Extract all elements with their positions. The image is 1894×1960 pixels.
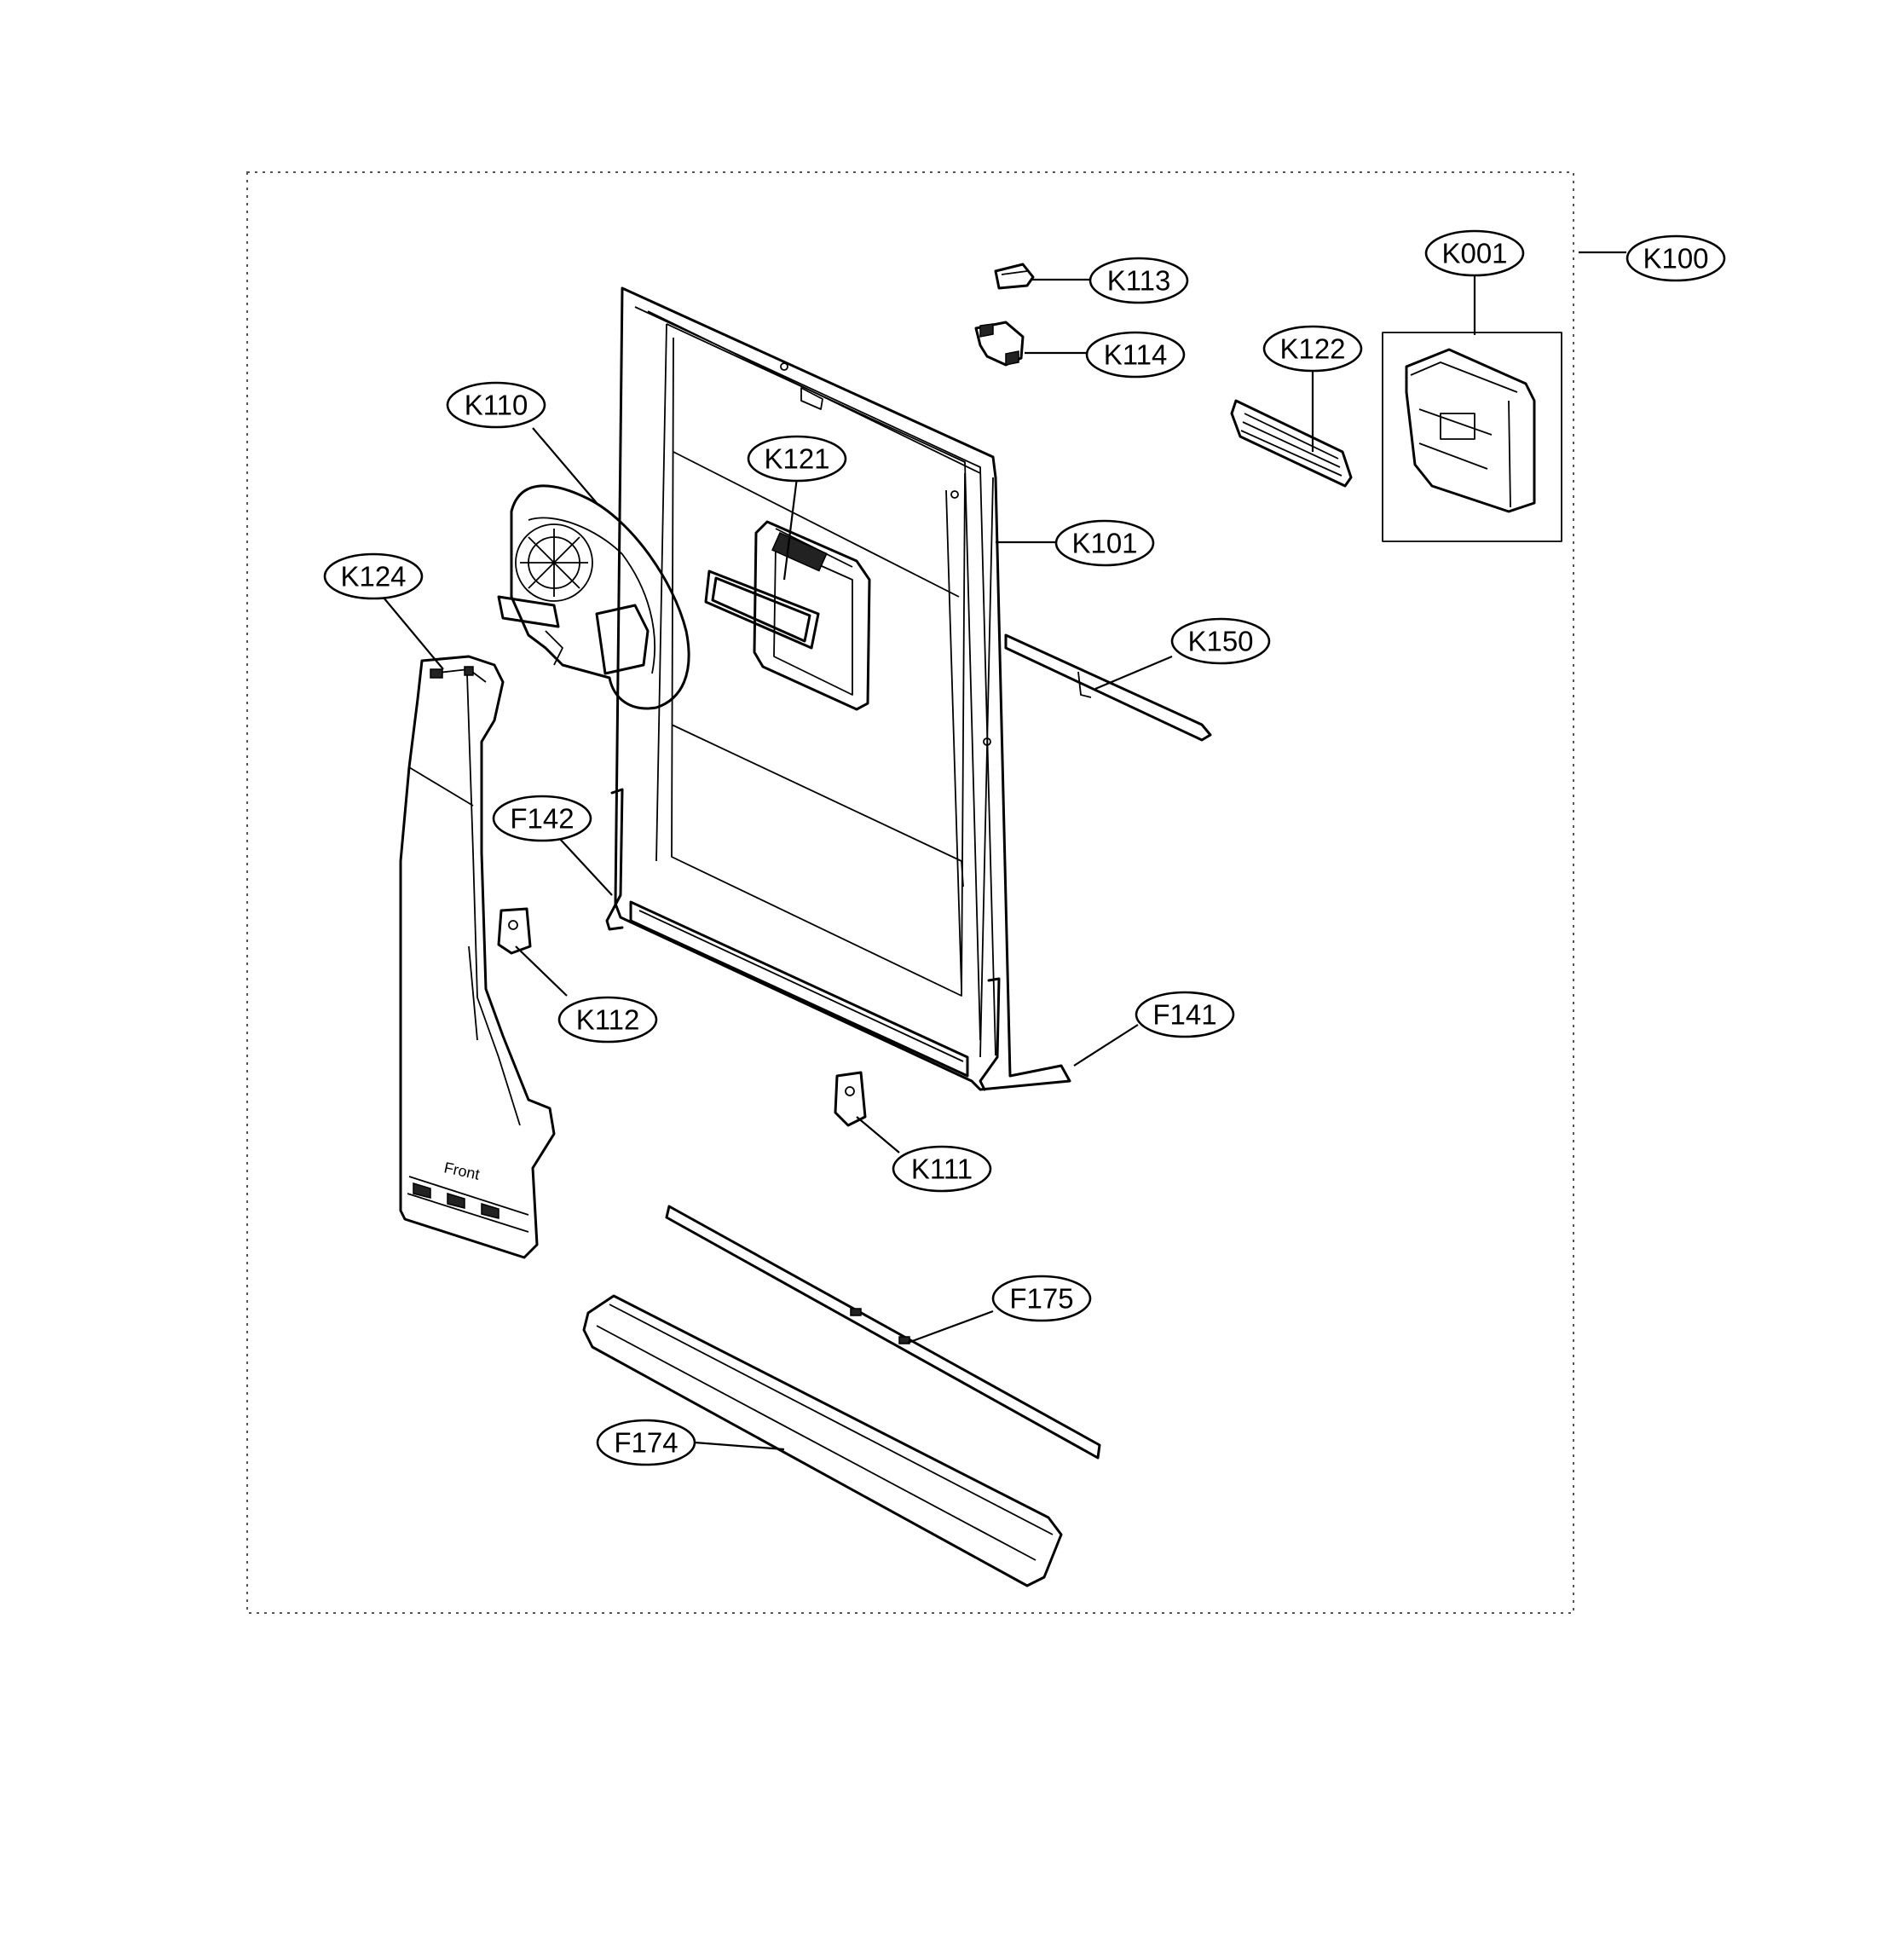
callout-label: K001 xyxy=(1441,238,1507,269)
callout-label: K110 xyxy=(465,390,528,421)
callout-label: K150 xyxy=(1187,626,1253,657)
k122-vent-grille xyxy=(1230,399,1353,488)
vent-fan-assembly xyxy=(497,484,690,710)
callout-label: F175 xyxy=(1009,1283,1073,1315)
callout-k122: K122 xyxy=(1262,325,1363,373)
callout-label: K121 xyxy=(764,443,829,475)
callout-label: K122 xyxy=(1279,333,1345,365)
callout-f175: F175 xyxy=(991,1275,1092,1322)
callout-f141: F141 xyxy=(1135,991,1235,1038)
k150-rail xyxy=(1004,633,1212,742)
duct-front-label: Front xyxy=(442,1159,481,1182)
callout-k150: K150 xyxy=(1170,617,1271,665)
k114-clip xyxy=(974,321,1025,367)
callout-k100: K100 xyxy=(1625,234,1726,282)
callout-k113: K113 xyxy=(1088,257,1189,304)
callout-label: K100 xyxy=(1643,243,1708,275)
callout-label: K114 xyxy=(1104,339,1168,371)
k111-bracket xyxy=(834,1071,867,1127)
callout-f142: F142 xyxy=(492,795,592,842)
leader-lines xyxy=(378,251,1626,1451)
callout-k124: K124 xyxy=(323,552,424,600)
callout-label: F141 xyxy=(1152,999,1216,1031)
callout-k110: K110 xyxy=(446,381,546,429)
callout-label: K112 xyxy=(576,1004,640,1036)
k112-bracket xyxy=(497,907,532,955)
callout-k121: K121 xyxy=(747,435,847,483)
f174-trim xyxy=(582,1294,1063,1587)
callout-f174: F174 xyxy=(596,1419,696,1466)
callout-k112: K112 xyxy=(557,996,658,1044)
assembly-boundary xyxy=(246,171,1574,1614)
callout-label: K111 xyxy=(911,1153,973,1185)
callout-k111: K111 xyxy=(892,1145,992,1193)
k113-clip xyxy=(994,263,1035,290)
callout-label: F174 xyxy=(614,1427,678,1459)
inner-door-panel xyxy=(605,286,1071,1091)
callout-k114: K114 xyxy=(1085,331,1186,379)
callout-k101: K101 xyxy=(1054,519,1155,567)
f175-strip xyxy=(665,1205,1101,1460)
callout-label: K113 xyxy=(1107,265,1171,297)
dispenser-gasket xyxy=(704,569,820,650)
air-duct: Front xyxy=(399,655,556,1259)
callout-k001: K001 xyxy=(1424,229,1525,277)
callout-label: K101 xyxy=(1071,528,1137,559)
callout-label: K124 xyxy=(340,561,406,593)
k001-control-module xyxy=(1382,332,1562,542)
callout-label: F142 xyxy=(510,803,574,835)
